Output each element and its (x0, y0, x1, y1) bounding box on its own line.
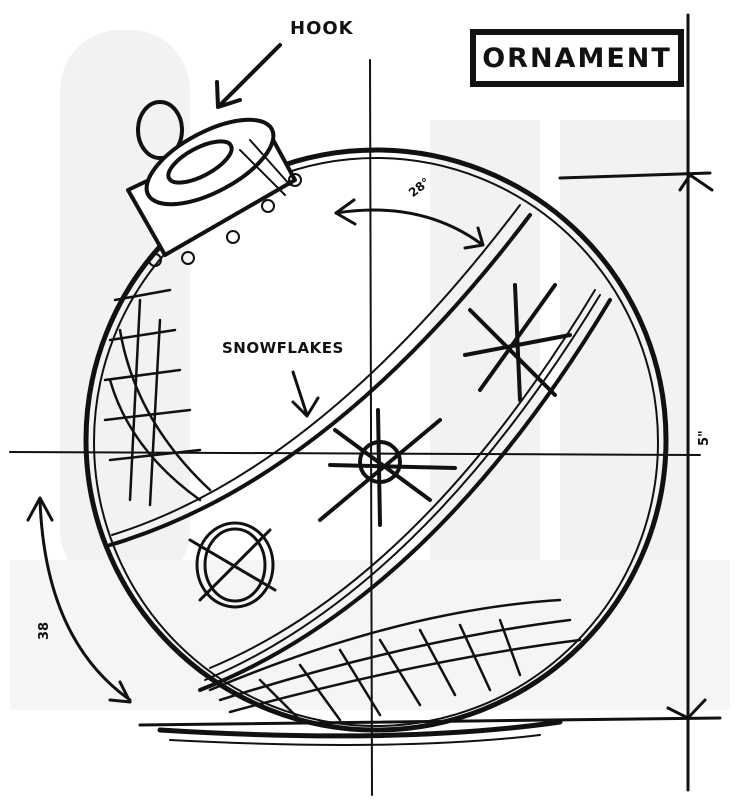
bottom-hatching (157, 598, 582, 746)
ornament-ball (83, 147, 669, 733)
hook-label: HOOK (290, 18, 354, 39)
left-dimension-label: 38 (37, 621, 52, 640)
curved-dimension-arrow-icon (26, 496, 132, 704)
dimension-tick-bottom-icon (666, 698, 707, 720)
right-dimension-label: 5" (697, 430, 712, 446)
ghost-background-lettering (10, 30, 730, 710)
dimension-tick-top-icon (678, 173, 714, 192)
title-banner: ORNAMENT (470, 29, 684, 87)
angle-arrow-icon (334, 198, 485, 250)
ornament-cap (126, 100, 302, 267)
guide-lines (9, 13, 722, 796)
snowflakes-label: SNOWFLAKES (222, 339, 344, 357)
hook-arrow-icon (215, 43, 282, 109)
title-text: ORNAMENT (482, 42, 672, 74)
snowflake-large-icon (463, 283, 572, 402)
snowflakes-arrow-icon (291, 370, 320, 418)
ornament-bands (108, 204, 612, 692)
left-hatching (103, 288, 212, 507)
snowflake-center-icon (318, 408, 457, 527)
snowflake-wreath-icon (188, 521, 277, 609)
